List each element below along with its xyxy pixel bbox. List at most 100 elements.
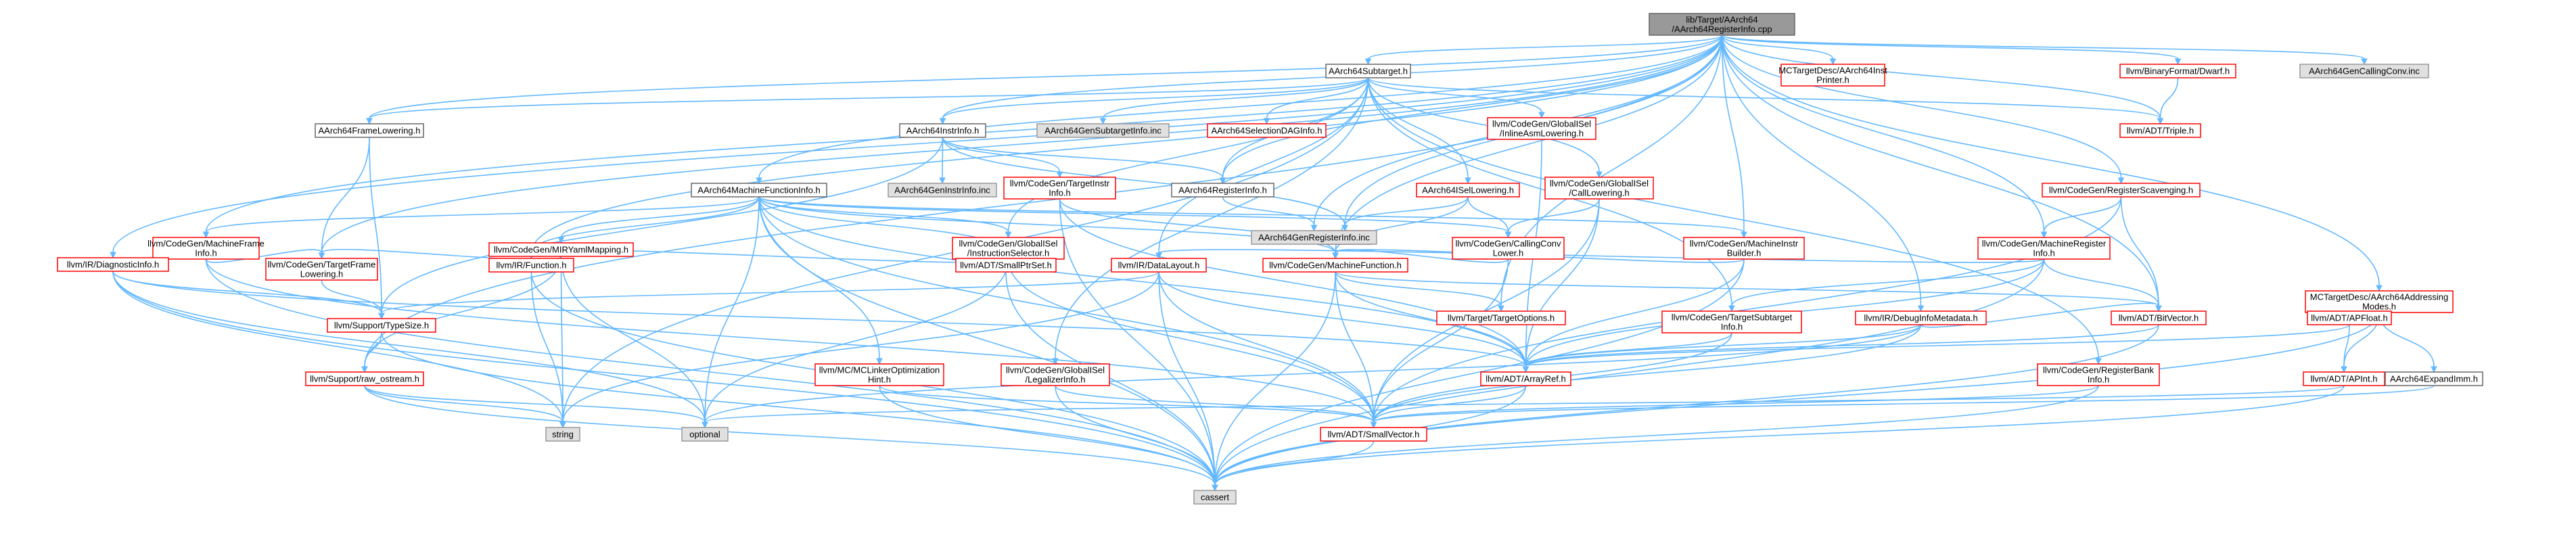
- edge-targetframelowering-to-support_typesize: [321, 279, 382, 314]
- arrowhead-machinefunctioninfo-to-machineframeinfo: [202, 231, 210, 239]
- node-machinefunction[interactable]: llvm/CodeGen/MachineFunction.h: [1262, 258, 1408, 273]
- edge-root-to-machineregisterinfo: [1721, 34, 2045, 233]
- node-registerinfo[interactable]: AArch64RegisterInfo.h: [1171, 183, 1274, 198]
- node-adt_smallptrset[interactable]: llvm/ADT/SmallPtrSet.h: [955, 258, 1057, 273]
- node-ir_function[interactable]: llvm/IR/Function.h: [488, 258, 574, 273]
- node-adt_apfloat[interactable]: llvm/ADT/APFloat.h: [2307, 310, 2392, 325]
- edge-ir_diagnosticinfo-to-optional: [112, 271, 706, 423]
- node-label-targetinstrinfo: Info.h: [1049, 188, 1071, 198]
- node-label-machineregisterinfo: llvm/CodeGen/MachineRegister: [1982, 239, 2107, 249]
- node-isellowering[interactable]: AArch64ISelLowering.h: [1416, 183, 1520, 198]
- node-instrinfo[interactable]: AArch64InstrInfo.h: [899, 123, 986, 138]
- node-label-mc_mclinkeroptimizationhint: Hint.h: [868, 375, 891, 385]
- node-selectiondaginfo[interactable]: AArch64SelectionDAGInfo.h: [1207, 123, 1327, 138]
- node-box-binaryformat_dwarf: [2119, 64, 2236, 78]
- edge-subtarget-to-adt_triple: [1367, 77, 2161, 119]
- node-binaryformat_dwarf[interactable]: llvm/BinaryFormat/Dwarf.h: [2119, 64, 2236, 78]
- node-label-registerscavenging: llvm/CodeGen/RegisterScavenging.h: [2049, 185, 2193, 195]
- node-label-mctargetdesc_instprinter: Printer.h: [1816, 75, 1849, 85]
- edge-root-to-ir_diagnosticinfo: [112, 34, 1723, 253]
- node-box-targetinstrinfo: [1003, 177, 1116, 200]
- edge-root-to-gencallingconv_inc: [1721, 34, 2365, 60]
- edge-isellowering-to-callingconvlower: [1467, 196, 1509, 233]
- arrowhead-root-to-machinefunctioninfo: [756, 177, 762, 185]
- edge-instrinfo-to-geninstrinfo_inc: [942, 137, 944, 179]
- edge-globalisel_calllowering-to-adt_arrayref: [1525, 198, 1600, 367]
- node-label-mctargetdesc_addressingmodes: Modes.h: [2362, 302, 2396, 312]
- node-box-registerinfo: [1171, 183, 1274, 198]
- arrowhead-support_typesize-to-support_raw_ostream: [361, 366, 368, 373]
- node-ir_datalayout[interactable]: llvm/IR/DataLayout.h: [1111, 258, 1207, 273]
- edge-adt_bitvector-to-adt_arrayref: [1525, 324, 2159, 367]
- edge-root-to-support_raw_ostream: [364, 34, 1723, 367]
- node-globalisel_calllowering[interactable]: llvm/CodeGen/GlobalISel/CallLowering.h: [1544, 177, 1654, 200]
- edge-adt_apfloat-to-adt_apint: [2343, 324, 2350, 367]
- edge-subtarget-to-globalisel_calllowering: [1367, 77, 1600, 172]
- node-globalisel_legalizerinfo[interactable]: llvm/CodeGen/GlobalISel/LegalizerInfo.h: [1001, 363, 1110, 386]
- node-globalisel_inlineasm[interactable]: llvm/CodeGen/GlobalISel/InlineAsmLowerin…: [1487, 117, 1596, 140]
- edge-support_raw_ostream-to-optional: [364, 385, 706, 423]
- node-label-machineregisterinfo: Info.h: [2033, 248, 2055, 258]
- node-label-adt_smallvector: llvm/ADT/SmallVector.h: [1328, 430, 1420, 440]
- node-support_typesize[interactable]: llvm/Support/TypeSize.h: [327, 318, 436, 333]
- edge-callingconvlower-to-machinefunction: [1335, 249, 1509, 263]
- node-adt_apint[interactable]: llvm/ADT/APInt.h: [2303, 371, 2385, 386]
- node-box-adt_triple: [2119, 123, 2201, 138]
- arrowhead-ir_datalayout-to-support_typesize: [378, 313, 385, 320]
- node-support_raw_ostream[interactable]: llvm/Support/raw_ostream.h: [305, 371, 424, 386]
- node-subtarget[interactable]: AArch64Subtarget.h: [1325, 64, 1411, 78]
- node-adt_bitvector[interactable]: llvm/ADT/BitVector.h: [2111, 310, 2207, 325]
- node-box-subtarget: [1325, 64, 1411, 78]
- edges-layer: [110, 34, 2437, 492]
- node-box-geninstrinfo_inc: [888, 183, 997, 198]
- node-label-globalisel_instructionselector: /InstructionSelector.h: [967, 248, 1049, 258]
- node-miryamlmapping[interactable]: llvm/CodeGen/MIRYamlMapping.h: [488, 242, 634, 257]
- node-label-targetinstrinfo: llvm/CodeGen/TargetInstr: [1010, 179, 1110, 189]
- node-label-gensubtargetinfo_inc: AArch64GenSubtargetInfo.inc: [1044, 126, 1162, 136]
- node-registerscavenging[interactable]: llvm/CodeGen/RegisterScavenging.h: [2042, 183, 2201, 198]
- arrowhead-isellowering-to-aarch64_h: [1341, 225, 1348, 232]
- node-adt_smallvector[interactable]: llvm/ADT/SmallVector.h: [1320, 427, 1427, 442]
- edge-globalisel_calllowering-to-callingconvlower: [1507, 198, 1600, 233]
- edge-globalisel_instructionselector-to-adt_smallvector: [1007, 258, 1375, 423]
- node-ir_debuginfometadata[interactable]: llvm/IR/DebugInfoMetadata.h: [1855, 310, 1987, 325]
- node-label-mctargetdesc_instprinter: MCTargetDesc/AArch64Inst: [1778, 66, 1887, 76]
- arrowhead-root-to-mctargetdesc_instprinter: [1829, 58, 1837, 66]
- node-globalisel_instructionselector[interactable]: llvm/CodeGen/GlobalISel/InstructionSelec…: [952, 237, 1065, 260]
- node-adt_arrayref[interactable]: llvm/ADT/ArrayRef.h: [1480, 371, 1571, 386]
- arrowhead-expandimm-to-adt_smallvector: [1370, 421, 1377, 429]
- edge-machineframeinfo-to-targetframelowering: [205, 249, 323, 263]
- node-machinefunctioninfo[interactable]: AArch64MachineFunctionInfo.h: [691, 183, 827, 198]
- node-label-machineframeinfo: llvm/CodeGen/MachineFrame: [147, 239, 264, 249]
- node-adt_triple[interactable]: llvm/ADT/Triple.h: [2119, 123, 2201, 138]
- node-framelowering[interactable]: AArch64FrameLowering.h: [315, 123, 424, 138]
- node-box-machineregisterinfo: [1977, 237, 2111, 260]
- node-expandimm[interactable]: AArch64ExpandImm.h: [2385, 371, 2483, 386]
- node-label-globalisel_calllowering: /CallLowering.h: [1569, 188, 1630, 198]
- arrowhead-binaryformat_dwarf-to-adt_triple: [2157, 118, 2164, 125]
- edge-machinefunctioninfo-to-cassert: [758, 196, 1216, 486]
- node-box-isellowering: [1416, 183, 1520, 198]
- node-ir_diagnosticinfo[interactable]: llvm/IR/DiagnosticInfo.h: [57, 257, 169, 272]
- nodes-layer: lib/Target/AArch64/AArch64RegisterInfo.c…: [57, 13, 2483, 505]
- edge-root-to-ir_debuginfometadata: [1721, 34, 1922, 306]
- arrowhead-miryamlmapping-to-targetframelowering: [318, 252, 325, 260]
- edge-subtarget-to-globalisel_instructionselector: [1007, 77, 1369, 233]
- node-box-adt_arrayref: [1480, 371, 1571, 386]
- arrowhead-support_raw_ostream-to-string: [559, 421, 566, 429]
- arrowhead-machineregisterinfo-to-ir_datalayout: [1155, 252, 1162, 260]
- node-targetoptions[interactable]: llvm/Target/TargetOptions.h: [1436, 310, 1566, 325]
- arrowhead-machineregisterinfo-to-targetsubtargetinfo: [1728, 305, 1735, 313]
